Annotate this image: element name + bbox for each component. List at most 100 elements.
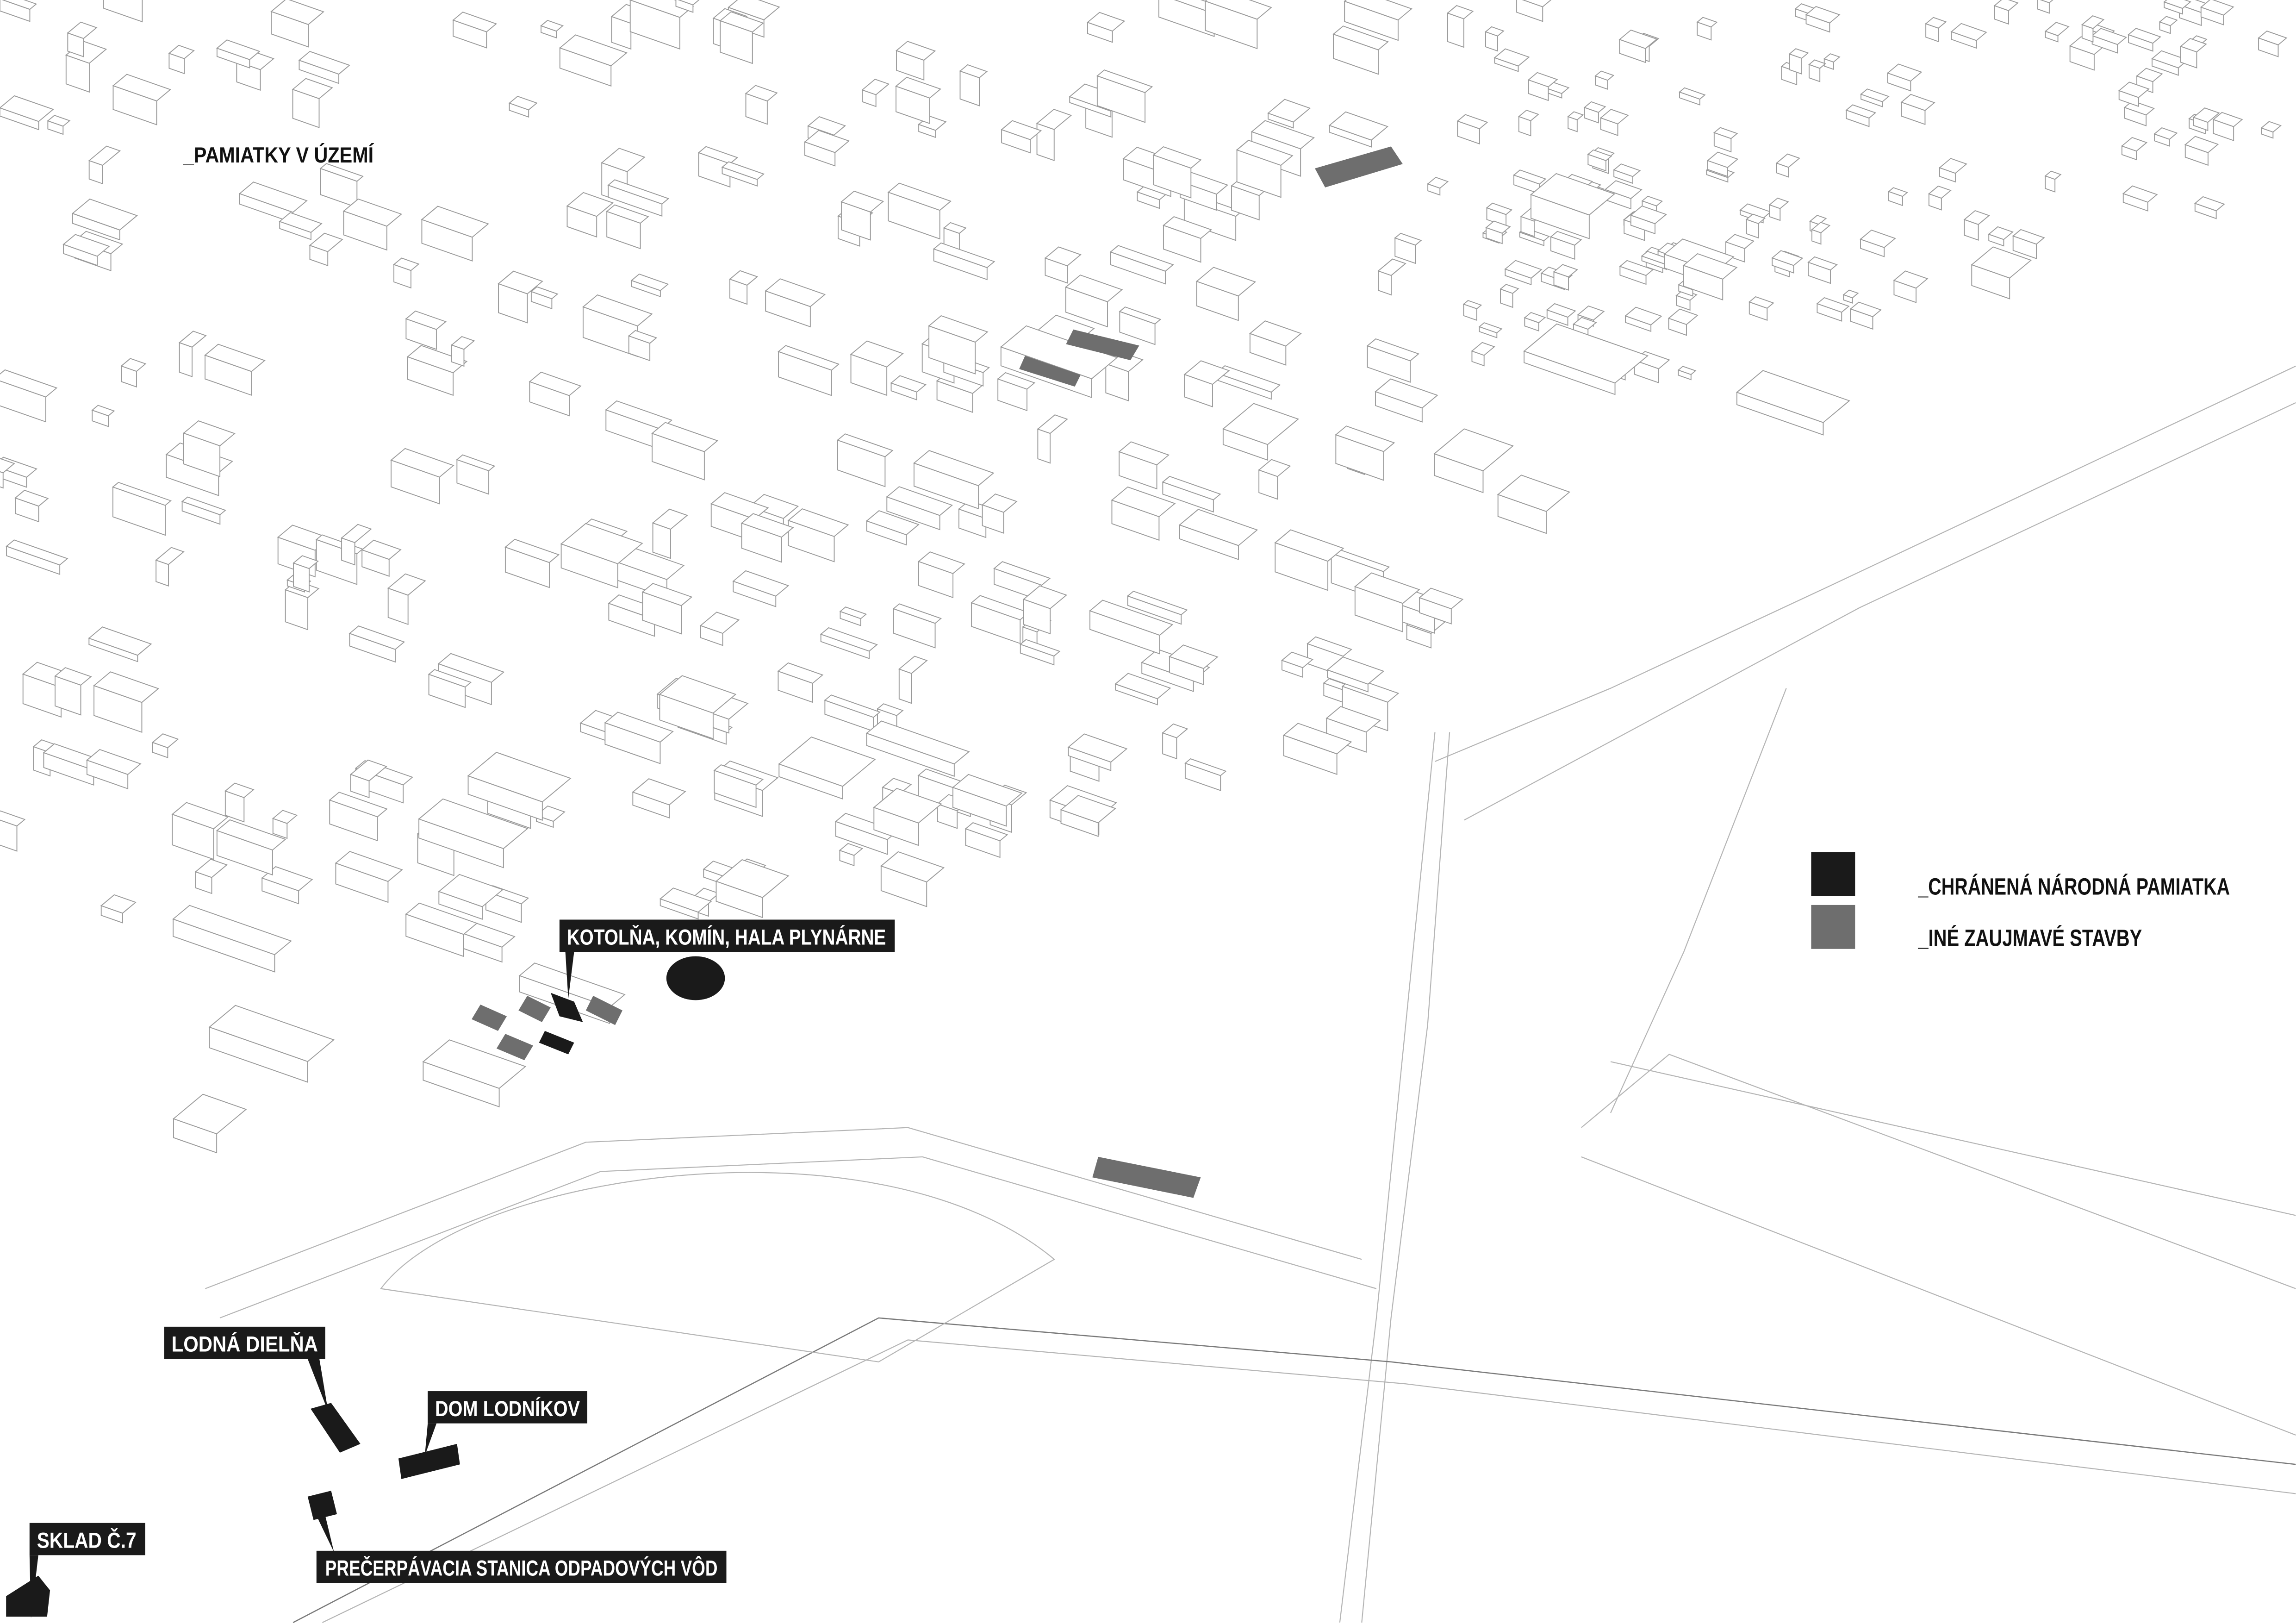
building	[54, 667, 92, 686]
building	[715, 859, 790, 898]
building	[335, 851, 403, 882]
building	[342, 198, 403, 227]
building	[0, 458, 15, 474]
building	[1204, 0, 1272, 20]
building	[93, 671, 160, 703]
building	[1, 0, 37, 10]
building	[86, 749, 142, 775]
building	[652, 508, 688, 530]
building	[807, 116, 846, 136]
building	[88, 145, 121, 166]
building	[1624, 306, 1662, 325]
building	[1963, 210, 1990, 225]
building	[1938, 158, 1967, 174]
building	[1087, 12, 1126, 32]
building	[1064, 275, 1123, 302]
building	[1816, 297, 1850, 313]
building	[1478, 322, 1503, 334]
building	[1096, 69, 1153, 94]
building	[721, 161, 765, 180]
building	[582, 294, 653, 327]
building	[71, 198, 138, 231]
building	[183, 420, 236, 447]
building	[778, 345, 840, 371]
building	[2121, 137, 2148, 152]
building	[1713, 127, 1738, 139]
callout-lodna-dielna: LODNÁ DIELŇA	[164, 1326, 329, 1412]
building	[14, 489, 49, 507]
building	[1335, 425, 1395, 452]
building	[1604, 180, 1643, 199]
legend: _CHRÁNENÁ NÁRODNÁ PAMIATKA _INÉ ZAUJMAVÉ…	[1811, 852, 2230, 951]
building	[341, 524, 372, 543]
building	[1001, 120, 1042, 140]
building	[1928, 185, 1952, 199]
building	[1808, 59, 1826, 69]
building	[1807, 256, 1838, 271]
building	[2192, 107, 2220, 123]
building	[2153, 127, 2178, 140]
building	[952, 774, 1023, 807]
building	[1860, 229, 1896, 248]
building	[1119, 306, 1162, 325]
building	[1513, 169, 1547, 185]
building	[1328, 111, 1389, 141]
building	[67, 21, 98, 39]
building	[840, 190, 884, 213]
building	[1950, 23, 1987, 41]
building	[1988, 226, 2014, 240]
building	[1527, 72, 1558, 87]
building	[1599, 109, 1629, 125]
building	[451, 336, 475, 350]
building	[1019, 639, 1061, 657]
building	[1768, 197, 1789, 209]
building	[678, 0, 700, 6]
building	[895, 76, 942, 99]
legend-swatch-protected	[1811, 852, 1855, 896]
building	[1572, 317, 1597, 330]
building	[2128, 28, 2161, 44]
building	[1251, 120, 1315, 150]
building	[1152, 146, 1202, 169]
building	[1183, 360, 1230, 385]
building	[1696, 17, 1718, 28]
building	[632, 778, 686, 806]
building	[1485, 220, 1511, 234]
callout-label: KOTOLŇA, KOMÍN, HALA PLYNÁRNE	[567, 924, 886, 949]
building	[820, 627, 878, 652]
building	[6, 539, 68, 566]
building	[1419, 587, 1464, 610]
building	[1462, 300, 1482, 310]
building	[1236, 139, 1294, 166]
protected-monuments	[6, 956, 725, 1617]
building	[964, 822, 1008, 842]
building	[1307, 636, 1352, 657]
building	[2151, 50, 2189, 69]
building	[498, 270, 543, 294]
building	[387, 573, 426, 596]
building	[2260, 121, 2282, 133]
building	[361, 539, 402, 560]
building	[836, 433, 894, 457]
map-title: _PAMIATKY V ÚZEMÍ	[183, 142, 374, 168]
building	[748, 493, 799, 519]
building	[804, 130, 850, 153]
building	[418, 798, 529, 849]
legend-label-interesting: _INÉ ZAUJMAVÉ STAVBY	[1918, 924, 2142, 951]
building	[172, 905, 292, 956]
building	[1613, 163, 1641, 177]
building	[1325, 706, 1381, 733]
building	[224, 782, 255, 798]
building	[2159, 16, 2178, 26]
building	[173, 1093, 247, 1135]
building	[2258, 31, 2288, 45]
building	[2184, 136, 2219, 153]
building	[1523, 323, 1649, 384]
callout-label: LODNÁ DIELŇA	[172, 1331, 318, 1357]
building	[428, 669, 472, 688]
building	[1485, 26, 1505, 37]
building	[2118, 81, 2150, 98]
building	[1326, 656, 1385, 685]
building	[2044, 170, 2062, 180]
building	[1886, 63, 1923, 82]
